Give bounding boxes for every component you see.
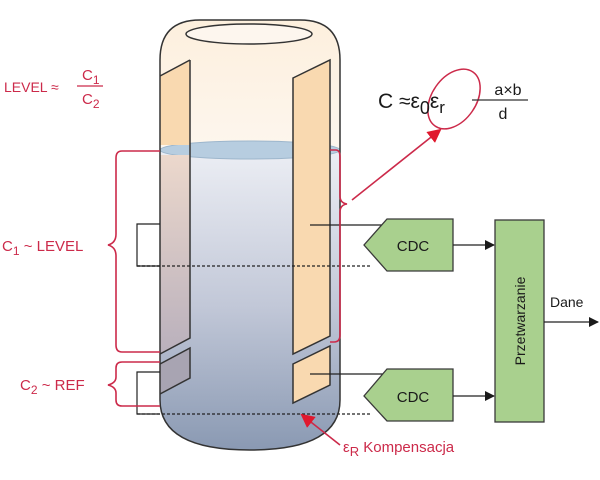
pointer-arrow-to-formula	[351, 128, 442, 201]
cdc-block-bottom: CDC	[363, 368, 454, 422]
cdc-block-top: CDC	[363, 218, 454, 272]
epsilon-r-highlight-ellipse	[427, 68, 481, 130]
formula-numerator: a×b	[494, 82, 521, 99]
cdc-top-label: CDC	[397, 238, 430, 255]
processing-label: Przetwarzanie	[512, 276, 528, 365]
right-electrode-brace	[330, 149, 348, 343]
compensation-arrow	[300, 413, 341, 446]
c1-brace	[107, 150, 160, 353]
c1-level-label: C1 ~ LEVEL	[2, 238, 83, 258]
c2-ref-label: C2 ~ REF	[20, 377, 85, 397]
output-label: Dane	[550, 294, 584, 310]
cdc-bottom-label: CDC	[397, 389, 430, 406]
formula-denominator: d	[499, 106, 508, 123]
level-ratio-numerator: C1	[82, 67, 100, 87]
tank-opening	[185, 23, 313, 45]
compensation-label: εR Kompensacja	[343, 439, 455, 459]
processing-block: Przetwarzanie	[494, 219, 545, 423]
level-ratio-lhs: LEVEL ≈	[4, 79, 59, 95]
wire-c1-left	[136, 223, 160, 267]
tank-outline	[159, 19, 341, 451]
capacitance-formula: C ≈ε0εr a×b d	[378, 82, 528, 123]
wire-c2-left	[136, 371, 160, 415]
level-ratio-label: LEVEL ≈ C1 C2	[4, 67, 103, 111]
right-level-electrode	[292, 58, 331, 356]
left-electrode-back	[159, 59, 191, 395]
formula-main: C ≈ε0εr	[378, 90, 445, 118]
level-ratio-denominator: C2	[82, 91, 100, 111]
left-reference-electrode	[159, 346, 191, 395]
c2-brace	[107, 361, 160, 407]
